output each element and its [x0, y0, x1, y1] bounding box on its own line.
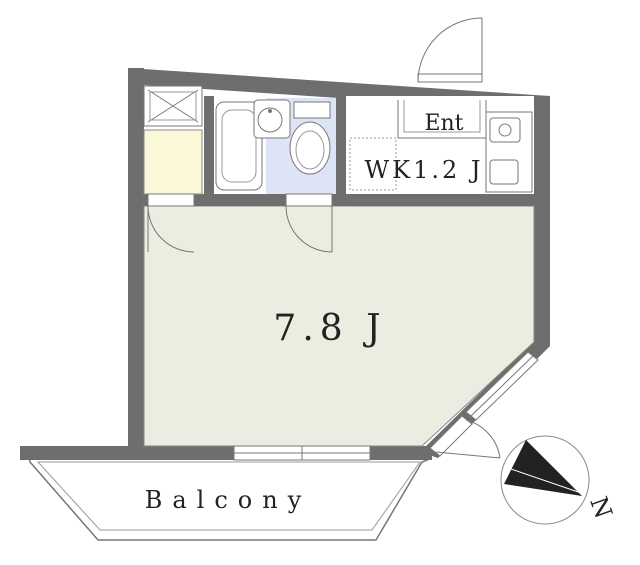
- toilet: [289, 121, 331, 175]
- storage-room: [143, 129, 203, 195]
- interior-partition: [144, 96, 534, 206]
- kitchen-sink: [489, 159, 519, 185]
- diagonal-door: [429, 415, 501, 459]
- stove: [489, 117, 521, 143]
- fridge-space: [349, 137, 397, 191]
- storage-door: [147, 193, 195, 253]
- main-room-label: 7.8 J: [273, 308, 386, 349]
- kitchen-area: [346, 96, 534, 201]
- toilet-tank: [293, 101, 331, 119]
- balcony-label: Balcony: [145, 486, 312, 514]
- compass-arrow-icon: [504, 440, 582, 496]
- compass-north-label: N: [584, 493, 617, 522]
- bathroom-door: [285, 193, 333, 253]
- bathtub: [215, 101, 263, 191]
- balcony-window: [233, 445, 371, 461]
- sink: [253, 99, 291, 139]
- kitchen-label: WK1.2 J: [364, 156, 483, 184]
- diagonal-window: [465, 351, 539, 421]
- entrance-door: [417, 17, 483, 83]
- closet-upper: [143, 85, 203, 127]
- kitchen-counter: [485, 111, 533, 193]
- compass: N: [500, 435, 618, 525]
- entrance-label: Ent: [424, 111, 463, 136]
- bathroom: [214, 98, 336, 194]
